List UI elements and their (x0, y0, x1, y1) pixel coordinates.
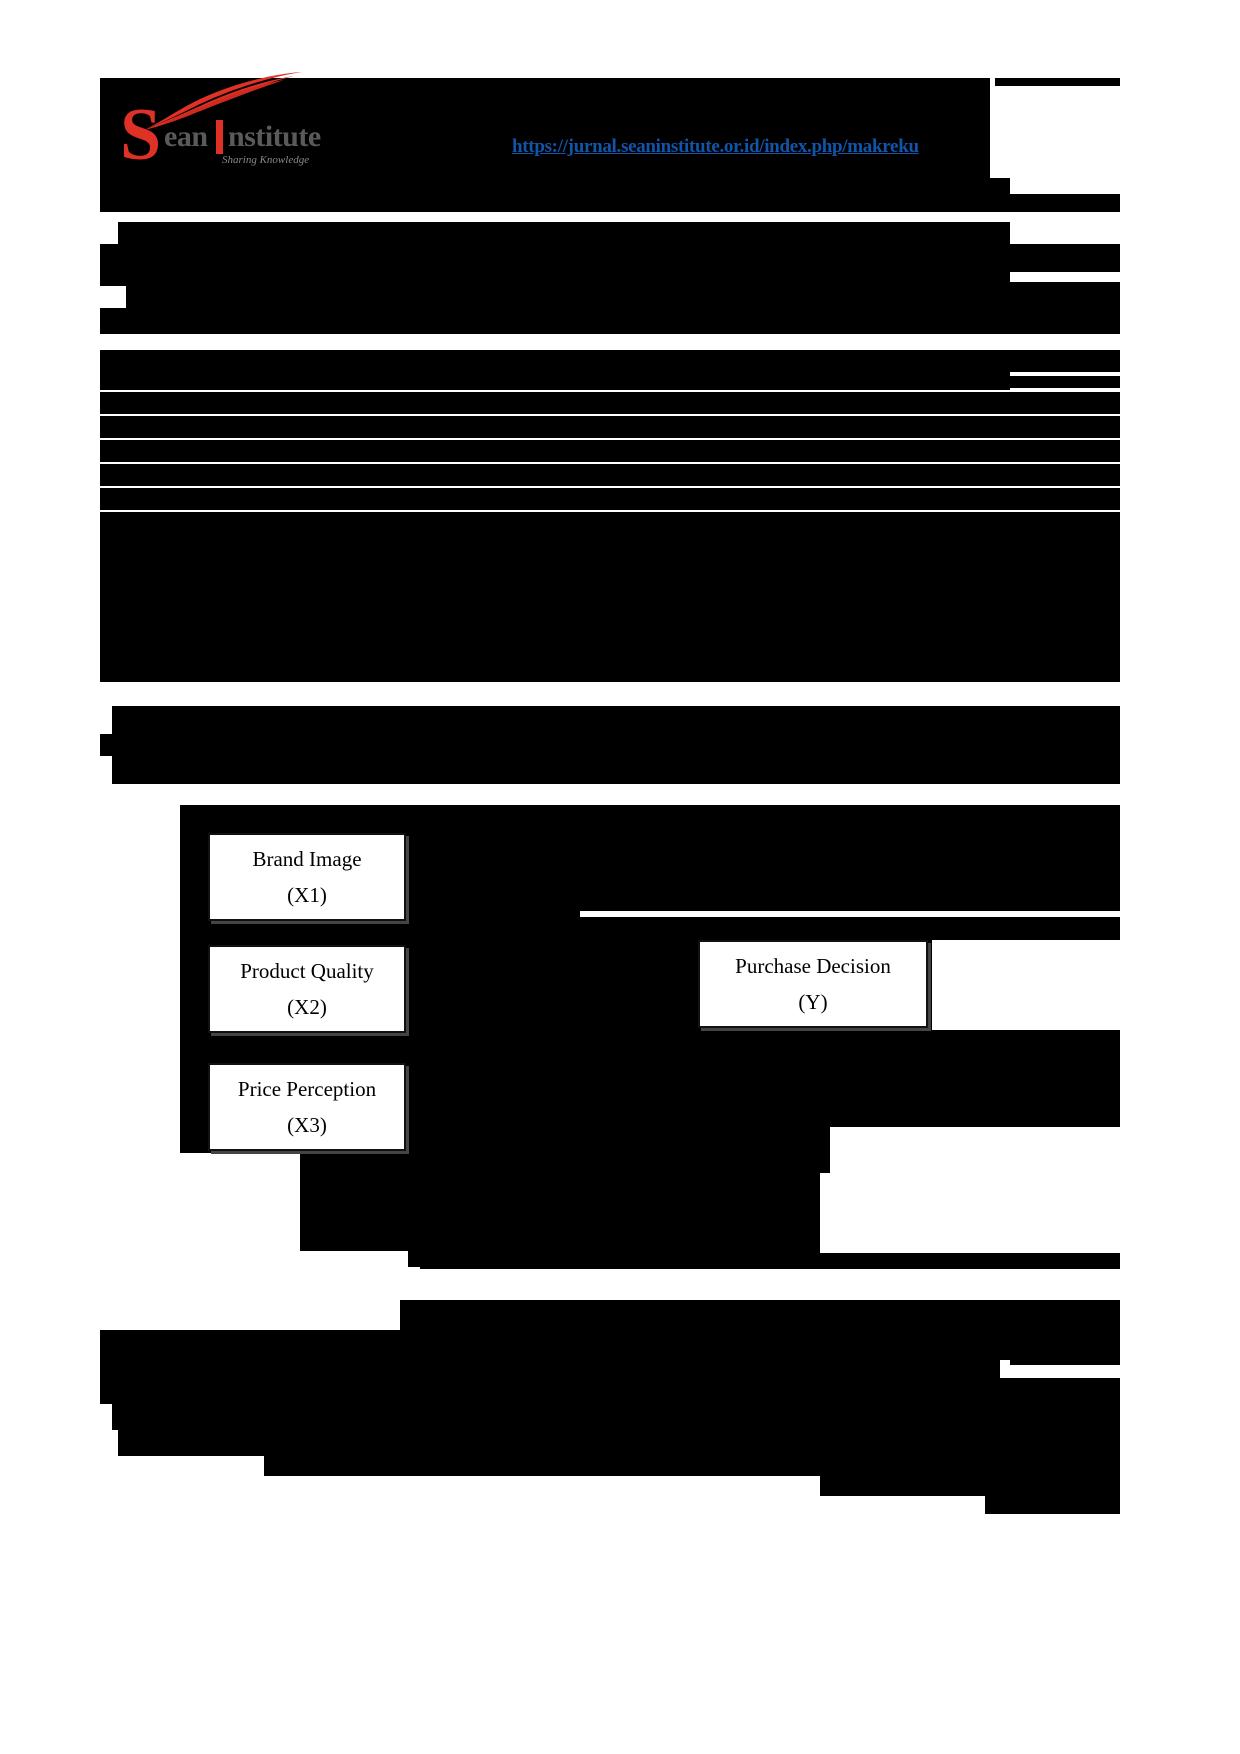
redaction-block (1010, 468, 1120, 480)
redaction-block (100, 266, 1010, 286)
redaction-abstract (100, 632, 1120, 654)
diagram-white-gap (180, 1153, 300, 1173)
redaction-block (1010, 258, 1120, 272)
redaction-abstract (100, 606, 1120, 632)
redaction-title (118, 222, 1010, 244)
redaction-block (1010, 492, 1120, 504)
redaction-block (985, 1496, 1120, 1514)
journal-url-link[interactable]: https://jurnal.seaninstitute.or.id/index… (512, 136, 919, 157)
redaction-block (300, 1173, 820, 1251)
framework-box-code: (X3) (287, 1113, 327, 1137)
logo-word-one: ean (164, 120, 208, 153)
redaction-block (1010, 1408, 1120, 1418)
redaction-block (1010, 420, 1120, 432)
redaction-block (1010, 516, 1120, 528)
quill-feather-icon (144, 72, 302, 130)
redaction-paragraph (112, 706, 1120, 734)
redaction-abstract (100, 416, 1120, 438)
redaction-abstract (100, 654, 1120, 682)
redaction-block (100, 194, 1120, 212)
redaction-title (100, 244, 1120, 266)
diagram-white-gap (830, 1127, 1120, 1173)
redaction-abstract (100, 558, 1120, 582)
framework-box-price-perception: Price Perception (X3) (208, 1063, 406, 1151)
redaction-block (1010, 1356, 1120, 1365)
redaction-abstract (100, 392, 1120, 414)
framework-box-brand-image: Brand Image (X1) (208, 833, 406, 921)
redaction-abstract (100, 372, 182, 390)
redaction-paragraph (118, 1430, 1120, 1456)
framework-box-code: (Y) (798, 990, 828, 1014)
redaction-block (1010, 734, 1120, 746)
redaction-block (820, 1476, 1120, 1496)
redaction-block (126, 286, 1120, 308)
redaction-block (1010, 1342, 1120, 1351)
conceptual-framework-diagram: Brand Image (X1) Product Quality (X2) Pr… (180, 805, 1120, 1173)
framework-box-code: (X2) (287, 995, 327, 1019)
diagram-white-gap (580, 911, 1120, 917)
redaction-paragraph (112, 756, 1120, 784)
redaction-block (100, 78, 990, 178)
logo-tagline: Sharing Knowledge (222, 154, 310, 166)
redaction-abstract (182, 372, 1010, 390)
redaction-abstract (100, 488, 1120, 510)
framework-box-label: Product Quality (240, 958, 374, 983)
redaction-block (1010, 398, 1120, 410)
redaction-abstract (100, 464, 1120, 486)
framework-box-label: Purchase Decision (735, 953, 891, 978)
redaction-block (1010, 596, 1120, 608)
redaction-paragraph (100, 1360, 1000, 1378)
redaction-paragraph (100, 1330, 1120, 1360)
redaction-paragraph (264, 1456, 1120, 1476)
redaction-block (995, 78, 1120, 86)
framework-box-label: Brand Image (252, 846, 362, 871)
redaction-block (1010, 444, 1120, 456)
logo-word-two: nstitute (228, 120, 321, 153)
redaction-abstract (100, 512, 1120, 534)
redaction-block (1010, 376, 1120, 388)
framework-box-purchase-decision: Purchase Decision (Y) (698, 940, 928, 1028)
diagram-white-gap (932, 940, 1120, 1030)
redaction-abstract (100, 350, 1120, 372)
redaction-paragraph (100, 1378, 1120, 1404)
redaction-abstract (100, 582, 1120, 606)
redaction-block (420, 1253, 1120, 1269)
redaction-block (100, 178, 1010, 194)
framework-box-code: (X1) (287, 883, 327, 907)
redaction-paragraph (112, 1404, 1120, 1430)
redaction-paragraph (100, 734, 1120, 756)
redaction-paragraph (400, 1300, 1120, 1330)
redaction-abstract (100, 534, 1120, 558)
redaction-block (100, 308, 1120, 334)
redaction-abstract (100, 440, 1120, 462)
framework-box-label: Price Perception (237, 1076, 377, 1101)
logo-divider-letter (216, 120, 223, 154)
logo-initial: S (120, 94, 162, 176)
publisher-logo: S ean nstitute Sharing Knowledge (112, 70, 342, 182)
framework-box-product-quality: Product Quality (X2) (208, 945, 406, 1033)
redaction-block (1010, 282, 1120, 296)
